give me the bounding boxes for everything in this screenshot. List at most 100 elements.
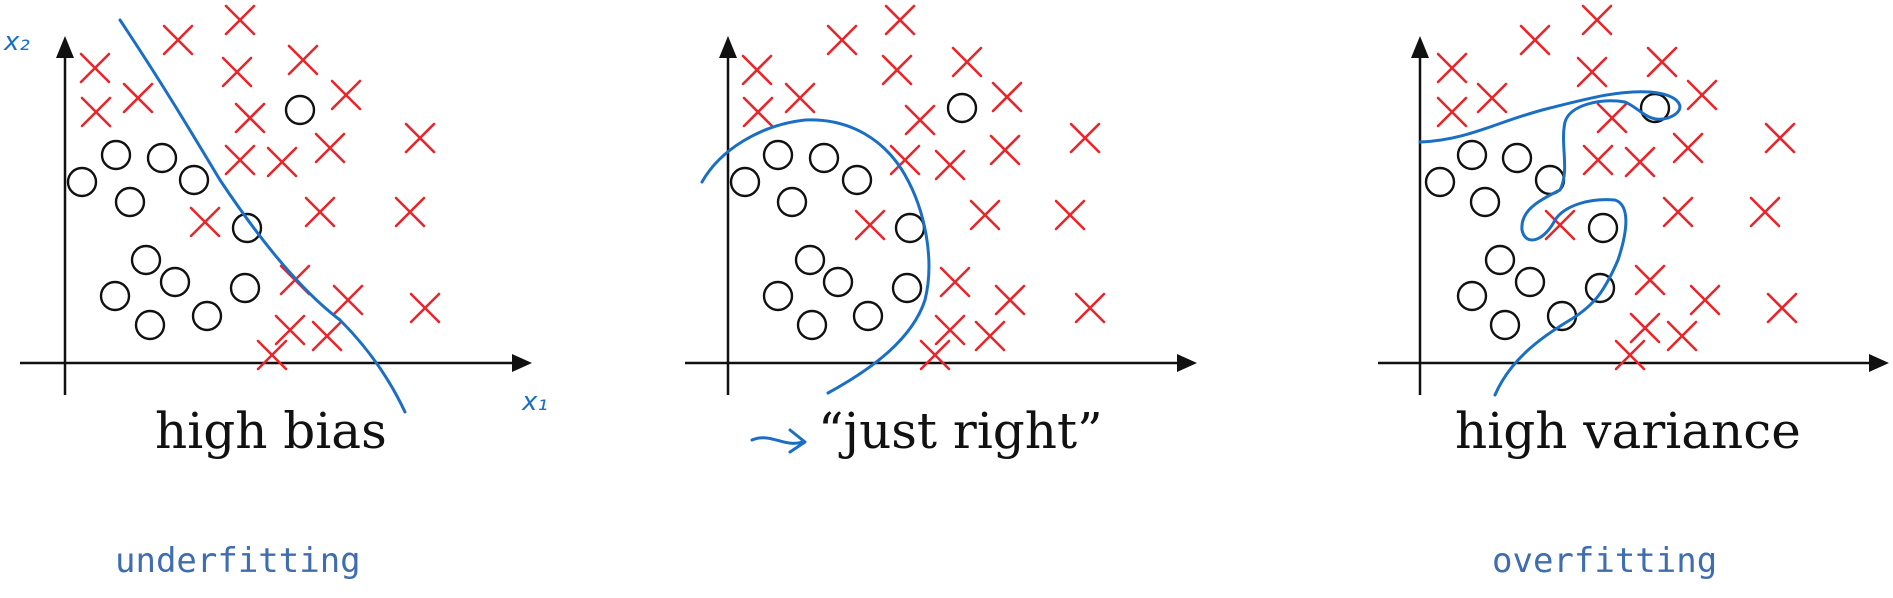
panel2-axes xyxy=(685,36,1197,395)
cross-icon xyxy=(332,284,364,316)
panel1-y-axis-label: x₂ xyxy=(3,27,30,57)
cross-icon xyxy=(1629,312,1661,344)
cross-icon xyxy=(904,104,936,136)
cross-icon xyxy=(919,339,951,371)
cross-icon xyxy=(1672,132,1704,164)
cross-icon xyxy=(1436,52,1468,84)
circle-icon xyxy=(100,139,132,171)
circle-icon xyxy=(852,300,884,332)
circle-icon xyxy=(191,300,223,332)
cross-icon xyxy=(1519,24,1551,56)
cross-icon xyxy=(1581,4,1613,36)
panel3-note: overfitting xyxy=(1492,541,1717,581)
cross-icon xyxy=(934,149,966,181)
cross-icon xyxy=(80,96,112,128)
circle-icon xyxy=(776,186,808,218)
cross-icon xyxy=(304,196,336,228)
cross-icon xyxy=(330,79,362,111)
cross-icon xyxy=(991,81,1023,113)
circle-icon xyxy=(99,280,131,312)
cross-icon xyxy=(1582,144,1614,176)
cross-icon xyxy=(1689,284,1721,316)
cross-icon xyxy=(266,146,298,178)
cross-icon xyxy=(854,209,886,241)
circle-icon xyxy=(762,280,794,312)
cross-icon xyxy=(951,46,983,78)
cross-icon xyxy=(79,52,111,84)
cross-icon xyxy=(741,54,773,86)
circle-icon xyxy=(178,164,210,196)
circle-icon xyxy=(231,212,263,244)
circle-icon xyxy=(1584,272,1616,304)
cross-icon xyxy=(394,196,426,228)
circle-icon xyxy=(1484,244,1516,276)
panel-just-right: “just right” xyxy=(685,4,1197,460)
cross-icon xyxy=(234,102,266,134)
cross-icon xyxy=(314,132,346,164)
circle-icon xyxy=(1469,186,1501,218)
cross-icon xyxy=(1666,320,1698,352)
panel1-title: high bias xyxy=(155,402,387,460)
cross-icon xyxy=(1624,146,1656,178)
panel-high-variance: high variance overfitting xyxy=(1378,4,1889,581)
cross-icon xyxy=(989,134,1021,166)
circle-icon xyxy=(891,272,923,304)
cross-icon xyxy=(1646,46,1678,78)
cross-icon xyxy=(1662,196,1694,228)
cross-icon xyxy=(1544,209,1576,241)
panel2-decision-boundary xyxy=(700,118,931,395)
panel2-title: “just right” xyxy=(818,402,1103,460)
panel3-decision-boundary xyxy=(1418,90,1682,397)
circle-icon xyxy=(1587,212,1619,244)
cross-icon xyxy=(742,96,774,128)
cross-icon xyxy=(409,292,441,324)
cross-icon xyxy=(404,122,436,154)
circle-icon xyxy=(729,166,761,198)
cross-icon xyxy=(939,266,971,298)
cross-icon xyxy=(287,44,319,76)
cross-icon xyxy=(1576,56,1608,88)
circle-icon xyxy=(946,92,978,124)
circle-icon xyxy=(1424,166,1456,198)
cross-icon xyxy=(1749,196,1781,228)
circle-icon xyxy=(146,142,178,174)
panel3-axes xyxy=(1378,36,1889,395)
circle-icon xyxy=(1639,92,1671,124)
cross-icon xyxy=(1596,102,1628,134)
panel1-note: underfitting xyxy=(115,541,361,581)
panel3-y-arrow xyxy=(1411,36,1429,58)
circle-icon xyxy=(841,164,873,196)
cross-icon xyxy=(189,206,221,238)
cross-icon xyxy=(1686,79,1718,111)
cross-icon xyxy=(256,339,288,371)
circle-icon xyxy=(1514,266,1546,298)
panel2-markers xyxy=(729,4,1106,371)
circle-icon xyxy=(114,186,146,218)
circle-icon xyxy=(794,244,826,276)
panel2-x-arrow xyxy=(1177,354,1197,372)
cross-icon xyxy=(826,24,858,56)
panel1-y-arrow xyxy=(56,36,74,58)
cross-icon xyxy=(1634,264,1666,296)
panel1-x-axis-label: x₁ xyxy=(521,387,548,417)
cross-icon xyxy=(1476,82,1508,114)
cross-icon xyxy=(311,320,343,352)
cross-icon xyxy=(784,82,816,114)
pen-arrow-icon xyxy=(750,428,807,454)
cross-icon xyxy=(221,56,253,88)
cross-icon xyxy=(1054,199,1086,231)
cross-icon xyxy=(994,284,1026,316)
circle-icon xyxy=(796,309,828,341)
cross-icon xyxy=(1764,122,1796,154)
cross-icon xyxy=(122,82,154,114)
circle-icon xyxy=(66,166,98,198)
circle-icon xyxy=(894,212,926,244)
panel1-axes xyxy=(20,36,532,395)
circle-icon xyxy=(130,244,162,276)
circle-icon xyxy=(134,309,166,341)
circle-icon xyxy=(284,94,316,126)
cross-icon xyxy=(969,199,1001,231)
cross-icon xyxy=(1614,339,1646,371)
panel3-title: high variance xyxy=(1455,402,1801,460)
